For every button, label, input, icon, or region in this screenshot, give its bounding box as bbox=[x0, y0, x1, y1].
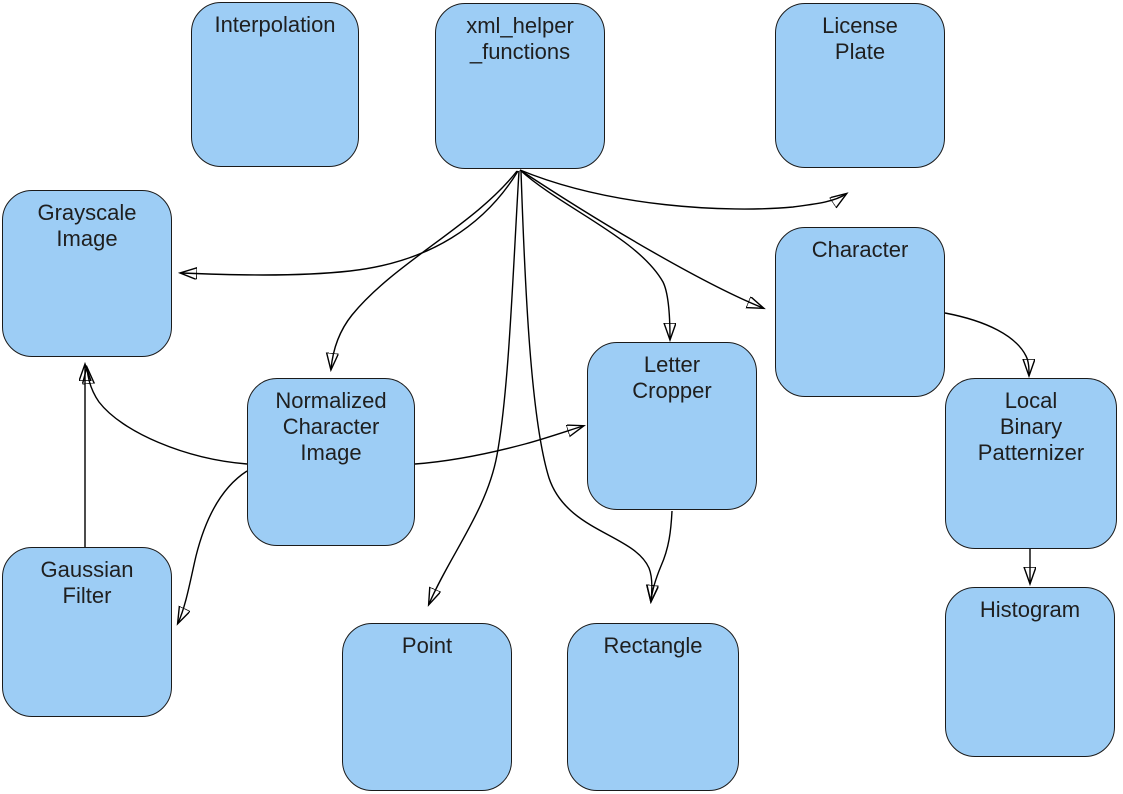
node-label: Character bbox=[811, 237, 909, 262]
edge-normalized-to-grayscale-image bbox=[87, 368, 248, 465]
node-label: Gaussian Filter bbox=[40, 557, 134, 608]
node-local-binary-patternizer[interactable]: Local Binary Patternizer bbox=[945, 378, 1117, 549]
node-label: Grayscale Image bbox=[37, 200, 137, 251]
node-letter-cropper[interactable]: Letter Cropper bbox=[587, 342, 757, 510]
node-xml-helper-functions[interactable]: xml_helper _functions bbox=[435, 3, 605, 169]
edge-normalized-to-letter-cropper bbox=[414, 426, 583, 465]
edge-xml-helper-to-rectangle bbox=[520, 170, 652, 601]
edge-xml-helper-to-letter-cropper bbox=[519, 169, 670, 339]
node-license-plate[interactable]: License Plate bbox=[775, 3, 945, 168]
node-interpolation[interactable]: Interpolation bbox=[191, 2, 359, 167]
edge-letter-cropper-to-rectangle bbox=[651, 510, 673, 601]
node-normalized-character-image[interactable]: Normalized Character Image bbox=[247, 378, 415, 546]
edge-xml-helper-to-license-plate bbox=[519, 169, 846, 210]
node-label: Local Binary Patternizer bbox=[977, 388, 1085, 465]
node-label: Point bbox=[401, 633, 453, 658]
edge-character-to-local-binary-patternizer bbox=[944, 312, 1029, 375]
node-label: Normalized Character Image bbox=[275, 388, 387, 465]
node-label: Histogram bbox=[979, 597, 1081, 622]
node-label: Rectangle bbox=[603, 633, 703, 658]
edge-xml-helper-to-point bbox=[429, 170, 520, 604]
node-character[interactable]: Character bbox=[775, 227, 945, 397]
node-point[interactable]: Point bbox=[342, 623, 512, 791]
node-label: xml_helper _functions bbox=[466, 13, 574, 64]
node-gaussian-filter[interactable]: Gaussian Filter bbox=[2, 547, 172, 717]
edge-xml-helper-to-grayscale-image bbox=[181, 170, 519, 275]
node-label: Letter Cropper bbox=[632, 352, 712, 403]
node-rectangle[interactable]: Rectangle bbox=[567, 623, 739, 791]
node-label: License Plate bbox=[822, 13, 898, 64]
edge-normalized-to-gaussian-filter bbox=[178, 470, 248, 623]
node-grayscale-image[interactable]: Grayscale Image bbox=[2, 190, 172, 357]
node-histogram[interactable]: Histogram bbox=[945, 587, 1115, 757]
node-label: Interpolation bbox=[214, 12, 336, 37]
edge-xml-helper-to-normalized-character-image bbox=[331, 170, 518, 369]
edge-xml-helper-to-character bbox=[519, 169, 763, 308]
